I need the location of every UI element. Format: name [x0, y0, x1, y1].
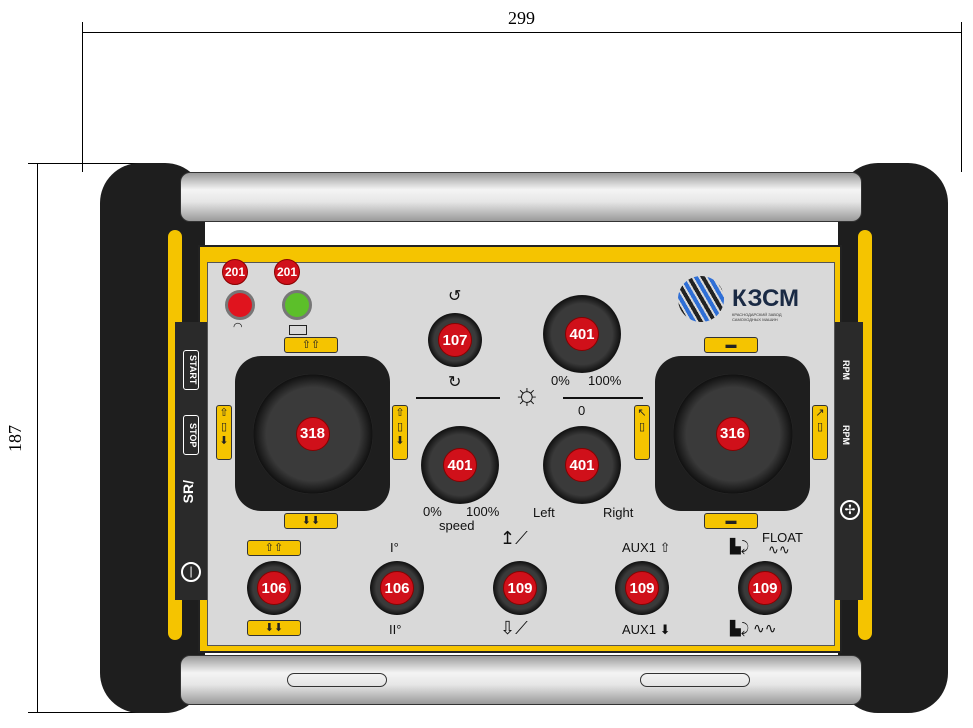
steer-knob-code: 401: [565, 448, 599, 482]
width-dimension: 299: [508, 8, 535, 28]
battery-icon: [289, 325, 307, 335]
switch-4[interactable]: 109: [615, 561, 669, 615]
steer-right: Right: [603, 505, 634, 520]
bottom-handle: [180, 655, 862, 705]
throttle-knob-code: 401: [565, 317, 599, 351]
wave-icon: ∿∿: [768, 542, 790, 557]
power-icon[interactable]: |: [181, 562, 201, 582]
speed-label: speed: [439, 518, 475, 533]
height-ext-bottom: [28, 712, 158, 713]
steer-zero: 0: [578, 403, 586, 418]
joystick-left[interactable]: 318: [235, 356, 390, 511]
speed-knob-code: 401: [443, 448, 477, 482]
top-handle: [180, 172, 862, 222]
steer-left: Left: [533, 505, 555, 520]
speed-min: 0%: [423, 504, 442, 519]
start-button[interactable]: START: [183, 350, 199, 390]
rotate-icon: ↻: [448, 374, 462, 391]
switch-1-code: 106: [257, 571, 291, 605]
blade-down-icon: ⇩⟋: [500, 618, 528, 638]
stop-button[interactable]: STOP: [183, 415, 199, 455]
sun-icon: ☼: [513, 378, 541, 411]
joystick-right-code: 316: [715, 416, 750, 451]
rpm-up-button[interactable]: RPM: [841, 360, 851, 380]
switch-1[interactable]: 106: [247, 561, 301, 615]
divider-line: [563, 397, 643, 399]
logo-text: КЗСМ: [732, 285, 799, 312]
height-dimension-line: [37, 163, 38, 713]
joystick-right-gimbal[interactable]: 316: [672, 373, 793, 494]
joystick-right-side-label: ↖▯: [634, 405, 650, 460]
width-ext-right: [961, 22, 962, 172]
joystick-left-gimbal[interactable]: 318: [252, 373, 373, 494]
switch-4-bottom-label: AUX1 ⬇: [622, 622, 671, 637]
joystick-right[interactable]: 316: [655, 356, 810, 511]
throttle-min: 0%: [551, 373, 570, 388]
bottom-slot-left: [287, 673, 387, 687]
joystick-left-down-label: ⬇⬇: [284, 513, 338, 529]
divider-line: [416, 397, 500, 399]
joystick-left-up-label: ⇧⇧: [284, 337, 338, 353]
dozer-shake-icon: ▙⤸ ∿∿: [730, 620, 777, 636]
fan-icon[interactable]: ✢: [840, 500, 860, 520]
switch-5-code: 109: [748, 571, 782, 605]
switch-2-code: 106: [380, 571, 414, 605]
joystick-left-side-label: ⇧▯⬇: [216, 405, 232, 460]
switch-1-top-label: ⇧⇧: [247, 540, 301, 556]
joystick-right-top-label: ▬: [704, 337, 758, 353]
height-ext-top: [28, 163, 158, 164]
switch-4-top-label: AUX1 ⇧: [622, 540, 671, 555]
switch-5-top-label: FLOAT: [762, 530, 803, 545]
left-button-strip: [175, 322, 207, 600]
joystick-left-code: 318: [295, 416, 330, 451]
blade-up-icon: ↥⟋: [500, 528, 528, 548]
speed-knob[interactable]: 401: [421, 426, 499, 504]
width-ext-left: [82, 22, 83, 172]
logo-subtitle: КРАСНОДАРСКИЙ ЗАВОД САМОХОДНЫХ МАШИН: [732, 312, 782, 322]
throttle-max: 100%: [588, 373, 622, 388]
switch-2-top-label: I°: [390, 540, 399, 555]
red-indicator-light: [225, 290, 255, 320]
switch-3[interactable]: 109: [493, 561, 547, 615]
switch-2-bottom-label: II°: [389, 622, 402, 637]
switch-2[interactable]: 106: [370, 561, 424, 615]
joystick-right-side-label: ↗▯: [812, 405, 828, 460]
reset-button[interactable]: 107: [428, 313, 482, 367]
switch-5[interactable]: 109: [738, 561, 792, 615]
switch-3-code: 109: [503, 571, 537, 605]
height-dimension: 187: [5, 425, 25, 452]
steer-knob[interactable]: 401: [543, 426, 621, 504]
switch-1-bottom-label: ⬇⬇: [247, 620, 301, 636]
green-indicator-light: [282, 290, 312, 320]
switch-4-code: 109: [625, 571, 659, 605]
logo-globe-icon: [678, 276, 724, 322]
bottom-slot-right: [640, 673, 750, 687]
wifi-icon: ◠: [233, 321, 243, 333]
rotate-icon: ↺: [448, 288, 462, 305]
joystick-right-bottom-label: ▬: [704, 513, 758, 529]
reset-code: 107: [438, 323, 472, 357]
sr-button[interactable]: SR/: [180, 480, 196, 504]
indicator-code-badge: 201: [222, 259, 248, 285]
throttle-knob[interactable]: 401: [543, 295, 621, 373]
width-dimension-line: [82, 32, 962, 33]
joystick-left-side-label: ⇧▯⬇: [392, 405, 408, 460]
indicator-code-badge: 201: [274, 259, 300, 285]
rpm-down-button[interactable]: RPM: [841, 425, 851, 445]
speed-max: 100%: [466, 504, 500, 519]
dozer-icon: ▙⤸: [730, 538, 750, 554]
right-button-strip: [835, 322, 863, 600]
